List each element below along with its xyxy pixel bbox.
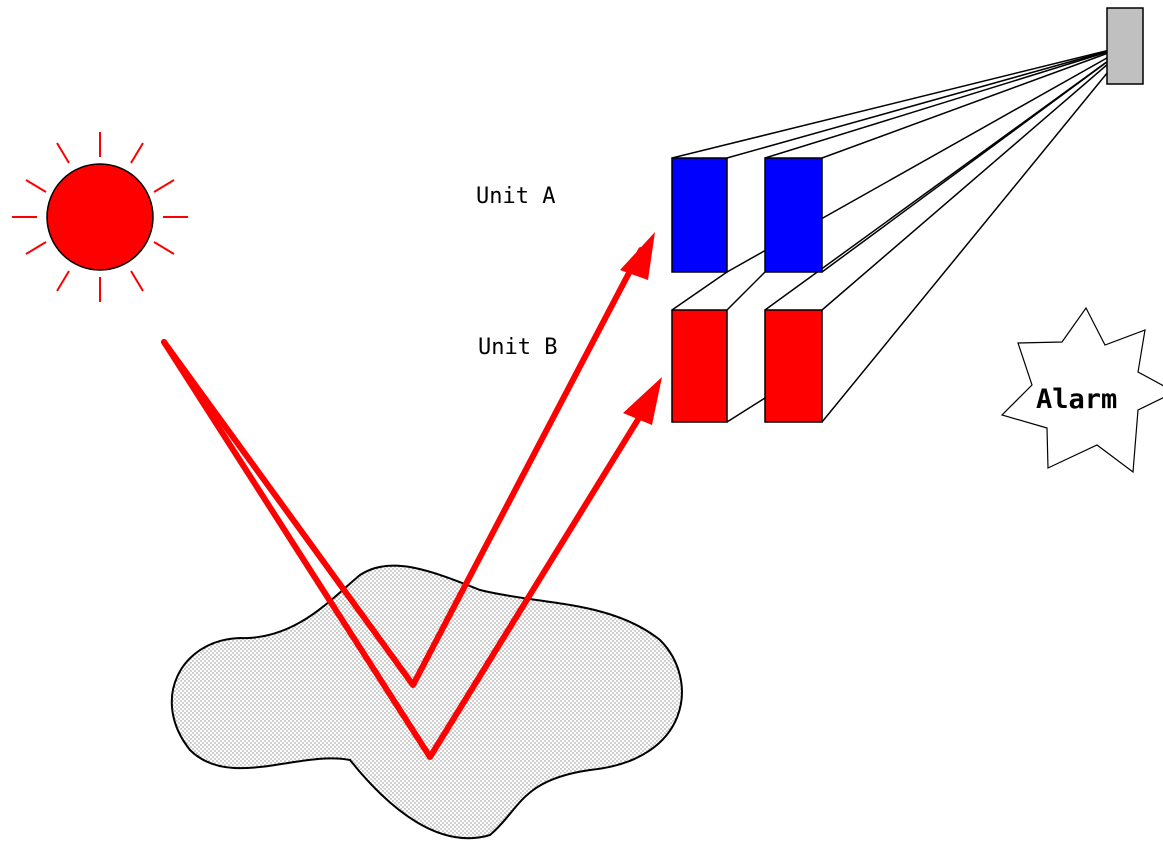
alarm-starburst-icon xyxy=(1000,306,1163,474)
unit-a-sensors xyxy=(671,157,823,273)
unit-b-label: Unit B xyxy=(478,335,558,360)
light-path-arrowheads xyxy=(620,232,662,425)
unit-a-label: Unit A xyxy=(476,184,556,209)
sun-icon xyxy=(12,132,188,302)
sight-lines xyxy=(671,44,1131,423)
unit-b-sensors xyxy=(671,309,823,423)
alarm-label: Alarm xyxy=(1036,384,1118,415)
receiver-box-icon xyxy=(1106,7,1144,85)
light-paths xyxy=(161,247,658,760)
reflecting-surface xyxy=(170,564,683,840)
